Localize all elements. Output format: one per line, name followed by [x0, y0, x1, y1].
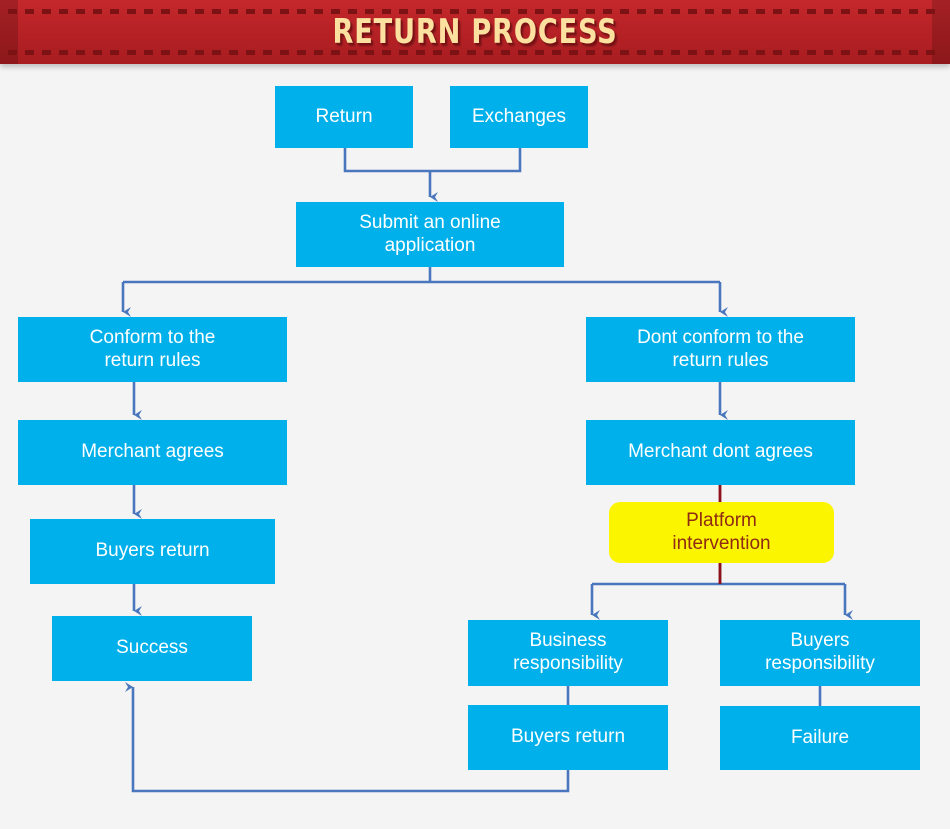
node-success[interactable]: Success	[52, 616, 252, 681]
ribbon-fold-left	[0, 0, 18, 64]
node-platform-line-1: Platform	[686, 509, 757, 531]
header-banner: RETURN PROCESS	[0, 0, 950, 64]
node-platform-line-2: intervention	[672, 532, 771, 554]
node-buyers-return-left-line-1: Buyers return	[95, 540, 210, 562]
edge-buyers-return-feedback-to-success	[125, 682, 570, 793]
node-buyers-resp-line-1: Buyers	[790, 630, 850, 652]
node-buyers-return-right-line-1: Buyers return	[510, 726, 626, 748]
node-buyers-responsibility[interactable]: Buyers responsibility	[720, 620, 920, 686]
banner-dashed-line-top	[8, 9, 942, 14]
node-merchant-dont-agrees[interactable]: Merchant dont agrees	[586, 420, 855, 485]
node-dont-conform-to-return-rules[interactable]: Dont conform to the return rules	[586, 317, 855, 382]
node-dont-conform-line-2: return rules	[672, 349, 769, 371]
node-success-line-1: Success	[116, 637, 188, 659]
node-buyers-return-left[interactable]: Buyers return	[30, 519, 275, 584]
node-exchanges-line-1: Exchanges	[471, 105, 566, 127]
node-buyers-resp-line-2: responsibility	[765, 653, 875, 674]
node-conform-line-2: return rules	[104, 349, 201, 371]
node-business-resp-line-1: Business	[529, 630, 607, 652]
node-buyers-return-right[interactable]: Buyers return	[468, 705, 668, 770]
banner-dashed-line-bottom	[8, 50, 942, 55]
node-conform-line-1: Conform to the	[89, 326, 216, 348]
node-conform-to-return-rules[interactable]: Conform to the return rules	[18, 317, 287, 382]
node-exchanges[interactable]: Exchanges	[450, 86, 588, 148]
node-submit-application[interactable]: Submit an online application	[296, 202, 564, 267]
node-merchant-dont-agrees-line-1: Merchant dont agrees	[628, 441, 813, 463]
node-return-line-1: Return	[315, 105, 373, 127]
node-submit-line-2: application	[384, 234, 476, 256]
node-failure-line-1: Failure	[790, 726, 850, 748]
node-submit-line-1: Submit an online	[359, 211, 501, 233]
node-platform-intervention[interactable]: Platform intervention	[609, 502, 834, 563]
node-merchant-agrees-line-1: Merchant agrees	[81, 441, 224, 463]
node-merchant-agrees[interactable]: Merchant agrees	[18, 420, 287, 485]
node-return[interactable]: Return	[275, 86, 413, 148]
ribbon-fold-right	[932, 0, 950, 64]
page-title: RETURN PROCESS	[332, 12, 618, 52]
edge-return-exchanges-merge	[343, 148, 522, 173]
node-business-responsibility[interactable]: Business responsibility	[468, 620, 668, 686]
node-business-resp-line-2: responsibility	[513, 653, 623, 674]
node-failure[interactable]: Failure	[720, 706, 920, 770]
node-dont-conform-line-1: Dont conform to the	[637, 326, 804, 348]
